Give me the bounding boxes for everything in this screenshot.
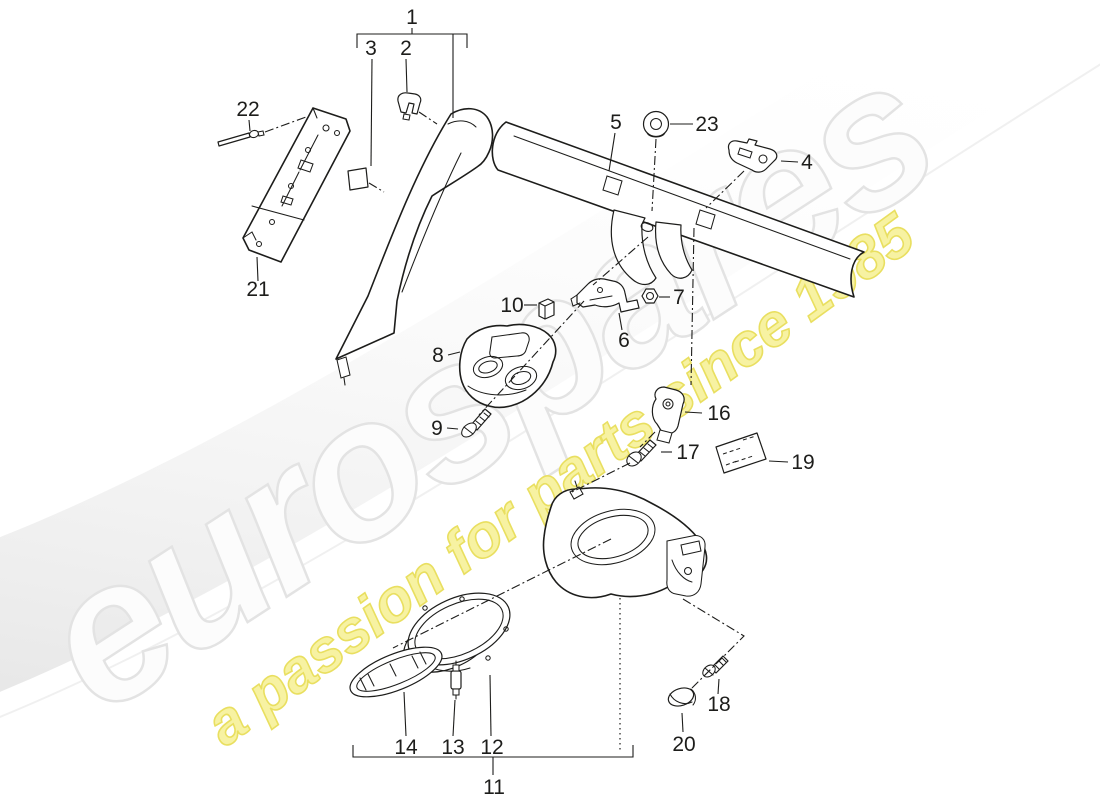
- visor-arm: [666, 535, 706, 597]
- line-pin22-to-panel: [264, 116, 307, 133]
- a-pillar-trim: [335, 107, 494, 386]
- grommet-23: [642, 110, 670, 138]
- callout-3: 3: [365, 37, 377, 60]
- leader-20: [681, 712, 684, 733]
- pin-22: [217, 129, 265, 147]
- header-rail-trim: [491, 121, 865, 298]
- leader-9: [446, 427, 459, 430]
- callout-13: 13: [441, 736, 464, 759]
- line-clip16-to-screw17: [639, 431, 656, 448]
- callout-2: 2: [400, 37, 412, 60]
- callout-17: 17: [676, 441, 699, 464]
- pillar-panel-21: [242, 107, 351, 263]
- overhead-console-8: [458, 323, 557, 409]
- callout-1: 1: [406, 6, 418, 29]
- line-screw17-to-visor: [571, 462, 631, 493]
- callout-10: 10: [500, 294, 523, 317]
- watermark: eurospares a passion for parts since 198…: [0, 0, 1100, 759]
- cap-20: [667, 687, 696, 707]
- callout-5: 5: [610, 111, 622, 134]
- line-rail-to-bracket6: [592, 236, 649, 286]
- leader-2: [405, 58, 408, 93]
- clip-4: [727, 138, 778, 173]
- callout-7: 7: [673, 286, 685, 309]
- callout-4: 4: [801, 151, 813, 174]
- line-clip4-to-rail: [705, 170, 745, 209]
- pillar-foot: [336, 356, 351, 379]
- visor-pivot: [569, 486, 584, 500]
- clip-2: [397, 92, 422, 121]
- line-bracket6-to-screw9: [478, 300, 585, 416]
- line-grommet23-to-tab: [651, 138, 657, 212]
- callout-18: 18: [707, 693, 730, 716]
- assembly-bracket-1: [356, 28, 468, 118]
- leader-16: [684, 411, 703, 414]
- rail-notch-right: [695, 209, 716, 230]
- nut-7: [641, 288, 659, 304]
- leader-5: [608, 132, 616, 172]
- leader-4: [780, 160, 799, 163]
- leader-12: [489, 674, 492, 737]
- sun-visor: [542, 480, 708, 599]
- screw-9: [461, 408, 492, 438]
- parts: [217, 92, 865, 707]
- callout-12: 12: [480, 736, 503, 759]
- pad-3: [347, 167, 369, 191]
- line-visor-to-light: [392, 538, 612, 649]
- leader-lines: [248, 28, 799, 775]
- callout-labels: 1 2 3 4 5 6 7 8 9 10 11 12 13 14 16 17 1…: [236, 6, 814, 799]
- interior-light-housing-12: [403, 592, 511, 673]
- callout-14: 14: [394, 736, 418, 759]
- line-visor-to-cap20: [682, 598, 745, 689]
- leader-3: [370, 58, 373, 167]
- leader-21: [256, 256, 259, 282]
- leader-19: [768, 460, 789, 463]
- watermark-swoosh-edge: [0, 63, 1100, 718]
- rail-mount-tabs: [610, 209, 693, 286]
- clip-10: [538, 298, 555, 320]
- callout-20: 20: [672, 733, 695, 756]
- leader-18: [717, 678, 720, 695]
- bracket-6: [570, 278, 640, 313]
- sticker-19: [715, 432, 767, 474]
- leader-6: [618, 312, 623, 331]
- assembly-lines: [264, 111, 745, 753]
- callout-21: 21: [246, 278, 269, 301]
- callout-22: 22: [236, 98, 259, 121]
- callout-6: 6: [618, 329, 630, 352]
- callout-19: 19: [791, 451, 814, 474]
- callout-9: 9: [431, 417, 443, 440]
- lens-14: [349, 646, 443, 698]
- callout-23: 23: [695, 113, 718, 136]
- assembly-bracket-11: [352, 745, 634, 775]
- callout-11: 11: [483, 776, 505, 799]
- callout-16: 16: [707, 402, 730, 425]
- festoon-bulb-13: [450, 660, 462, 700]
- leader-14: [403, 691, 407, 737]
- screw-17: [626, 439, 657, 467]
- rail-notch-left: [602, 175, 623, 196]
- visor-clip-16: [651, 386, 685, 444]
- leader-22: [248, 119, 251, 132]
- leader-13: [452, 699, 456, 737]
- line-pad3-to-pillar: [368, 182, 385, 193]
- leader-8: [447, 351, 461, 356]
- callout-8: 8: [432, 344, 444, 367]
- line-clip2-to-pillar: [418, 111, 438, 125]
